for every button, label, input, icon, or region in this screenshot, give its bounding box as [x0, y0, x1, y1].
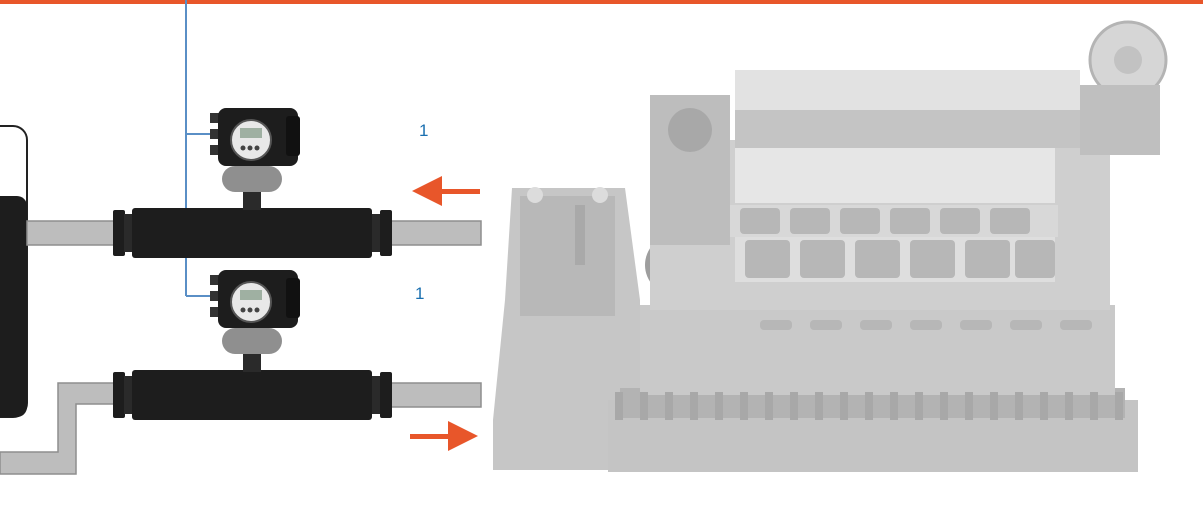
meter-label-return: 1: [415, 284, 425, 303]
engine-details: [740, 208, 1092, 330]
flowmeter-icon: [113, 108, 392, 258]
top-accent-line: [0, 0, 1203, 4]
engine-base-ribs: [615, 392, 1123, 420]
flowmeter-icon: [113, 270, 392, 420]
arrow-right-icon: [410, 421, 478, 451]
tank-icon: [0, 125, 28, 418]
arrow-left-icon: [412, 176, 480, 206]
meter-label-supply: 1: [419, 121, 429, 140]
pipes: [0, 220, 482, 475]
